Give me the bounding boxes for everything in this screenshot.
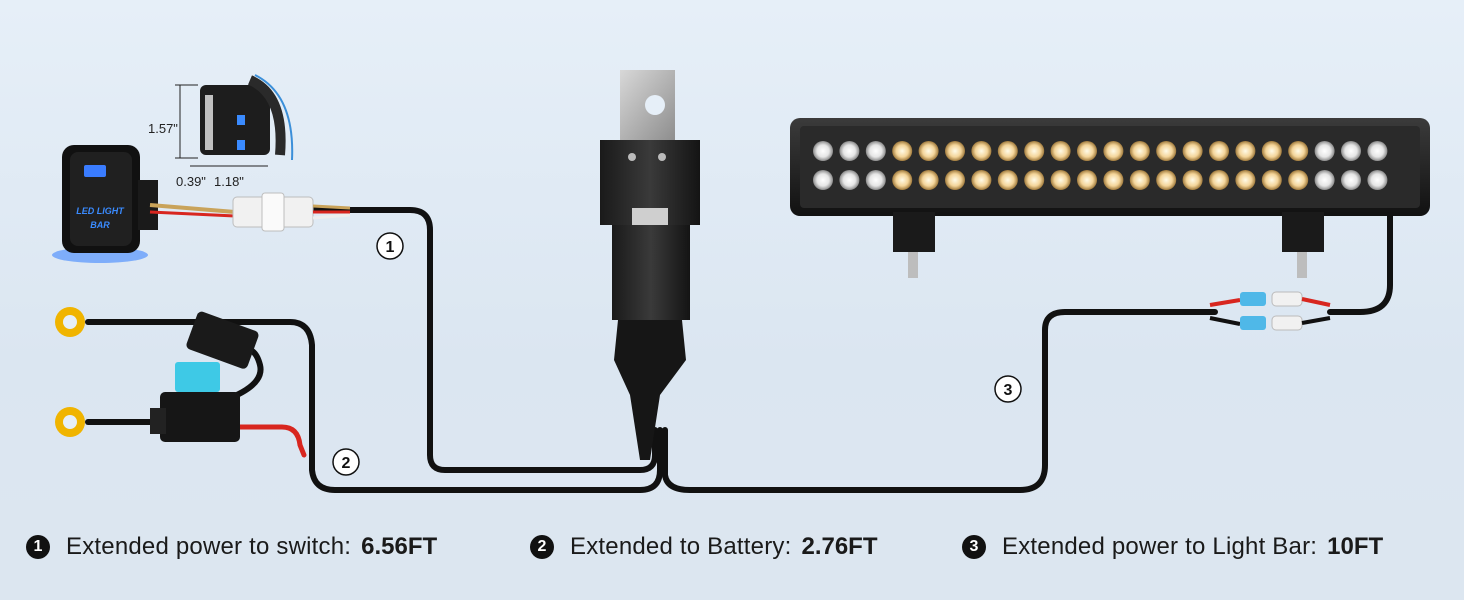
- legend-number: 1: [26, 535, 50, 559]
- legend-number: 3: [962, 535, 986, 559]
- legend-text: Extended to Battery:: [570, 533, 792, 560]
- legend-item-lightbar: 3 Extended power to Light Bar: 10FT: [962, 530, 1383, 564]
- rocker-switch: LED LIGHT BAR: [52, 145, 236, 263]
- led-lamp: [1341, 170, 1361, 190]
- led-lamp: [1156, 170, 1177, 190]
- led-lamp: [865, 170, 886, 190]
- svg-text:3: 3: [1004, 382, 1013, 399]
- legend-text: Extended power to Light Bar:: [1002, 533, 1318, 560]
- switch-label-line1: LED LIGHT: [76, 206, 125, 216]
- led-lamp: [1288, 170, 1309, 190]
- led-lamp: [1261, 141, 1282, 161]
- switch-dim-height: 1.57": [148, 121, 178, 136]
- switch-dim-depth: 0.39": [176, 174, 206, 189]
- led-lamp: [865, 141, 886, 161]
- callout-3: 3: [994, 375, 1022, 403]
- legend-item-battery: 2 Extended to Battery: 2.76FT: [530, 530, 878, 564]
- led-lamp: [892, 170, 913, 190]
- led-lamp: [1024, 141, 1045, 161]
- led-lamp: [1103, 170, 1124, 190]
- wire-to-battery: [85, 319, 663, 493]
- led-lamp: [918, 141, 939, 161]
- led-lamp: [997, 170, 1018, 190]
- led-lamp: [1209, 141, 1229, 161]
- callout-2: 2: [332, 448, 360, 476]
- led-lamp: [813, 141, 833, 161]
- led-lamp: [1209, 170, 1229, 190]
- led-lamp: [1103, 141, 1124, 161]
- led-lamp: [1077, 170, 1097, 190]
- led-lamp: [997, 141, 1018, 161]
- led-lamp: [1129, 170, 1150, 190]
- legend-number: 2: [530, 535, 554, 559]
- switch-dim-width: 1.18": [214, 174, 244, 189]
- led-lamp: [813, 170, 833, 190]
- legend-text: Extended power to switch:: [66, 533, 352, 560]
- led-lamp: [1288, 141, 1309, 161]
- led-lamp: [1261, 170, 1282, 190]
- red-battery-wire: [237, 424, 307, 458]
- led-lamp: [945, 141, 965, 161]
- led-lamp: [918, 170, 939, 190]
- led-lamp: [1077, 141, 1097, 161]
- led-lamp: [1050, 141, 1071, 161]
- led-lamp: [1024, 170, 1045, 190]
- led-lamp: [1235, 141, 1256, 161]
- switch-connector: [232, 192, 351, 232]
- switch-label-line2: BAR: [90, 220, 110, 230]
- led-lamp: [1182, 170, 1203, 190]
- led-lamp: [1182, 141, 1203, 161]
- wire-to-switch: [302, 207, 658, 473]
- wire-to-lightbar: [662, 207, 1393, 493]
- legend-value: 2.76FT: [801, 533, 878, 560]
- legend-value: 10FT: [1327, 533, 1384, 560]
- led-lamp: [1314, 141, 1335, 161]
- led-lamp: [892, 141, 913, 161]
- legend-value: 6.56FT: [361, 533, 438, 560]
- led-lamp: [1235, 170, 1256, 190]
- legend-bar: [0, 500, 1464, 600]
- led-lamp: [1341, 141, 1361, 161]
- led-lamp: [839, 141, 860, 161]
- fuse-holder: [150, 311, 264, 442]
- switch-dimension-drawing: 1.57" 0.39" 1.18": [148, 74, 294, 189]
- led-lamp: [971, 141, 992, 161]
- harness-illustration: LED LIGHT BAR 1.57" 0.39" 1.18": [52, 70, 1430, 493]
- relay: [600, 70, 700, 460]
- led-lamp: [1156, 141, 1177, 161]
- ring-terminal-bottom: [55, 407, 85, 437]
- ring-terminal-top: [55, 307, 85, 337]
- led-lamp: [1050, 170, 1071, 190]
- led-lamp: [1367, 170, 1388, 190]
- led-lamp: [1129, 141, 1150, 161]
- led-light-bar: [790, 118, 1430, 278]
- led-lamp: [839, 170, 860, 190]
- led-lamp: [1314, 170, 1335, 190]
- svg-text:1: 1: [386, 239, 395, 256]
- svg-text:2: 2: [342, 455, 351, 472]
- lightbar-connectors: [1209, 291, 1331, 331]
- led-lamp: [971, 170, 992, 190]
- led-lamp: [1367, 141, 1388, 161]
- legend-item-switch: 1 Extended power to switch: 6.56FT: [26, 530, 437, 564]
- led-lamp: [945, 170, 965, 190]
- callout-1: 1: [376, 232, 404, 260]
